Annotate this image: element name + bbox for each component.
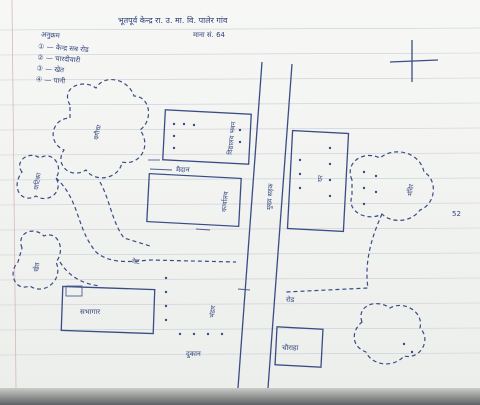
playground-label: मैदान — [176, 165, 190, 174]
legend-item-1: ① — केन्द्र सब रोड — [38, 41, 89, 54]
temple-outline — [349, 151, 434, 221]
legend: अनुक्रम ① — केन्द्र सब रोड ② — चारदीवारी… — [36, 31, 90, 86]
school-block — [162, 109, 252, 165]
garden-blob — [16, 154, 60, 200]
house-block — [286, 129, 350, 233]
temple-label: मंदिर — [406, 183, 415, 196]
store-label: भंडार — [208, 305, 217, 318]
main-road: मुख्य सड़क — [237, 61, 293, 389]
main-road-label: मुख्य सड़क — [265, 182, 275, 210]
hall-block — [60, 285, 156, 335]
school-block-label: विद्यालय भवन — [226, 121, 237, 155]
garden-label: वाटिका — [32, 172, 43, 190]
legend-item-3: ③ — खेत — [36, 63, 65, 74]
road-side-label: रोड — [286, 295, 295, 304]
crossing-label: चौराहा — [282, 343, 299, 352]
school-dots — [172, 122, 242, 150]
compass-cross — [389, 40, 439, 82]
gate-label: गेट — [132, 257, 140, 266]
tree-area-outline — [52, 79, 150, 179]
house-label: घर — [316, 175, 325, 183]
boundary-path-3 — [59, 261, 101, 287]
legend-heading: अनुक्रम — [41, 31, 61, 40]
office-label: कार्यालय — [220, 191, 230, 212]
table-edge — [0, 388, 480, 405]
boundary-path-1 — [55, 177, 237, 263]
legend-item-4: ④ — पानी — [36, 74, 66, 85]
shop-label: दुकान — [186, 350, 201, 359]
crossing-block — [274, 326, 324, 368]
tree-area-label: बगीचा — [92, 124, 103, 141]
right-boundary — [285, 213, 383, 293]
page-number: 52 — [452, 210, 461, 218]
map-title: भूतपूर्व केन्द्र रा. उ. मा. वि. पालेर गा… — [118, 15, 228, 26]
lower-dots — [164, 276, 224, 336]
field-label: खेत — [32, 262, 41, 273]
legend-item-2: ② — चारदीवारी — [37, 52, 80, 64]
map-subtitle: माना सं. 64 — [193, 31, 226, 39]
temple-dots — [362, 170, 378, 206]
field-blob — [12, 230, 61, 290]
house-dots — [298, 146, 332, 198]
hall-porch — [65, 285, 83, 297]
hall-label: सभागार — [80, 308, 100, 316]
road-arrows — [148, 159, 251, 291]
boundary-path-2 — [99, 181, 151, 247]
lower-right-blob — [353, 303, 426, 365]
office-block — [146, 172, 242, 228]
